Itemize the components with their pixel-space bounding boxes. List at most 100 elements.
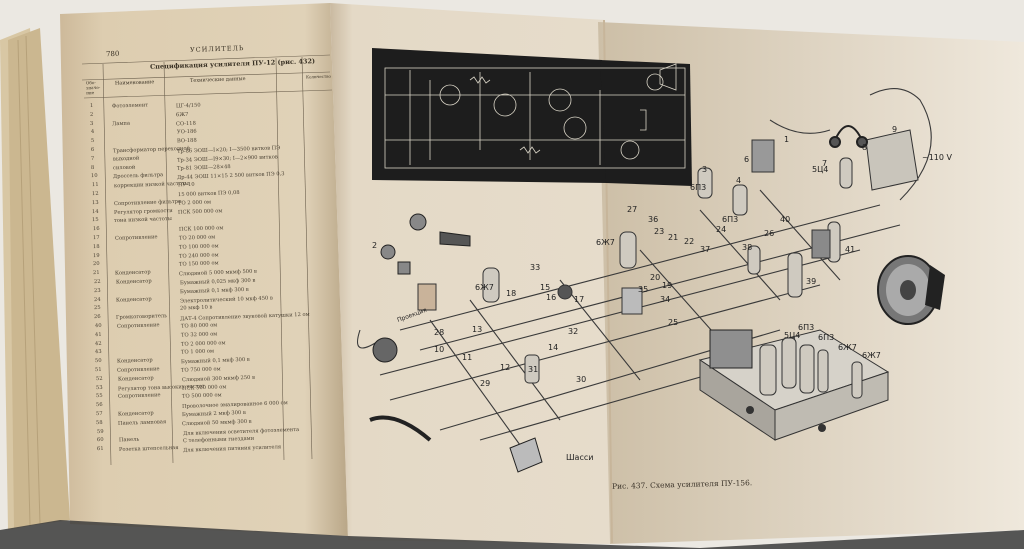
label-tube-6p3-b: 6П3 <box>722 215 738 224</box>
label-chassis: Шасси <box>566 453 593 462</box>
label-part-22: 22 <box>684 237 694 246</box>
label-part-33: 33 <box>530 263 540 272</box>
label-part-18: 18 <box>506 289 516 298</box>
spec-row-number: 41 <box>94 331 102 338</box>
label-part-17: 17 <box>574 295 584 304</box>
spec-row-number: 21 <box>93 270 101 277</box>
spec-row-name: Панель <box>118 437 140 444</box>
spec-row-name: Конденсатор <box>118 410 155 418</box>
label-part-1: 1 <box>784 135 789 144</box>
spec-row-data: ЦГ-4/150 <box>175 102 201 110</box>
spec-row-number: 22 <box>93 278 101 286</box>
spec-row-number: 1 <box>89 102 94 110</box>
chassis-drawing <box>698 329 890 441</box>
spec-row-data: ПСК 500 000 ом <box>181 383 227 392</box>
label-part-28: 28 <box>434 328 444 337</box>
spec-row-data: ПСК 500 000 ом <box>178 207 223 216</box>
label-part-7: 7 <box>822 159 827 168</box>
spec-row-number: 59 <box>96 428 104 435</box>
spec-row-name: выходной <box>112 155 140 163</box>
spec-row-number: 17 <box>92 234 100 242</box>
spec-row-number: 13 <box>91 199 99 206</box>
spec-row-number: 50 <box>95 358 102 365</box>
spec-row-number: 40 <box>94 322 102 330</box>
spec-row-number: 61 <box>96 446 104 453</box>
label-part-13: 13 <box>472 325 482 334</box>
label-part-35: 35 <box>638 285 648 294</box>
page-number: 780 <box>105 49 120 59</box>
spec-row-number: 18 <box>92 243 100 250</box>
spec-row-number: 19 <box>92 252 100 259</box>
label-supply: ~110 V <box>922 153 953 162</box>
spec-row-number: 3 <box>90 120 94 127</box>
label-part-16: 16 <box>546 293 556 302</box>
label-part-9: 9 <box>892 125 897 134</box>
label-part-32: 32 <box>568 327 578 336</box>
label-part-4: 4 <box>736 176 741 185</box>
label-part-15: 15 <box>540 283 550 292</box>
spec-row-number: 26 <box>94 314 102 321</box>
spec-row-number: 55 <box>95 393 103 400</box>
col-header-qty: Количество <box>305 73 331 80</box>
spec-row-number: 23 <box>93 287 101 294</box>
label-board-6p3-a: 6П3 <box>798 323 814 332</box>
spec-row-name: Конденсатор <box>115 295 152 304</box>
spec-row-number: 51 <box>95 366 103 374</box>
spec-row-number: 10 <box>91 173 99 180</box>
circuit-schematic <box>372 48 692 186</box>
spec-row-number: 43 <box>94 349 102 356</box>
spec-row-number: 58 <box>96 419 104 426</box>
label-part-19: 19 <box>662 281 672 290</box>
spec-row-name: силовой <box>113 164 136 171</box>
spec-row-data: ПУ-10 <box>177 181 195 189</box>
spec-row-data: УО-186 <box>176 129 197 136</box>
spec-row-number: 60 <box>96 437 104 444</box>
spec-row-name: Конденсатор <box>115 278 152 286</box>
label-part-6: 6 <box>744 155 749 164</box>
spec-row-number: 4 <box>90 129 94 136</box>
spec-row-number: 8 <box>91 164 95 171</box>
spec-row-data: 6Ж7 <box>176 111 189 119</box>
label-part-23: 23 <box>654 227 664 236</box>
label-board-6zh7-a: 6Ж7 <box>838 343 857 352</box>
label-tube-6p3-a: 6П3 <box>690 183 706 192</box>
spec-row-number: 12 <box>91 190 99 198</box>
label-part-26: 26 <box>764 229 774 238</box>
foldout-page <box>598 22 1024 544</box>
spec-row-number: 14 <box>92 208 99 215</box>
spec-row-data: ТО 2 000 000 ом <box>180 339 226 348</box>
label-part-8: 8 <box>862 143 867 152</box>
loudspeaker <box>877 255 945 325</box>
label-part-34: 34 <box>660 295 670 304</box>
spec-row-number: 15 <box>92 217 100 224</box>
label-part-37: 37 <box>700 245 710 254</box>
spec-row-number: 53 <box>95 384 103 391</box>
spec-row-data: ТО 32 000 ом <box>180 331 218 339</box>
label-part-3: 3 <box>702 165 707 174</box>
valve-tubes <box>482 157 853 384</box>
spec-row-name: Конденсатор <box>117 375 154 383</box>
label-part-10: 10 <box>434 345 444 354</box>
spec-row-data: СО-118 <box>176 120 197 127</box>
spec-row-data: ТО 20 000 ом <box>178 234 216 242</box>
label-part-38: 38 <box>742 243 752 252</box>
label-part-30: 30 <box>576 375 586 384</box>
label-part-2: 2 <box>372 241 377 250</box>
spec-row-number: 57 <box>96 410 104 418</box>
spec-row-number: 20 <box>93 261 100 268</box>
book-cover-edge <box>0 28 70 530</box>
spec-row-number: 2 <box>90 111 94 118</box>
spec-row-number: 52 <box>95 375 103 382</box>
spec-row-number: 25 <box>94 305 101 312</box>
label-part-29: 29 <box>480 379 490 388</box>
label-tube-6zh7-b: 6Ж7 <box>475 283 494 292</box>
left-page <box>60 3 348 536</box>
col-header-designation: Обо- значе- ние <box>85 79 101 96</box>
label-part-21: 21 <box>668 233 678 242</box>
spec-row-number: 6 <box>90 146 95 154</box>
spec-row-number: 42 <box>94 340 102 347</box>
label-part-40: 40 <box>780 215 790 224</box>
spec-row-data: ТО 2 000 ом <box>177 199 212 207</box>
headphones <box>829 125 868 148</box>
label-board-6zh7-b: 6Ж7 <box>862 351 881 360</box>
